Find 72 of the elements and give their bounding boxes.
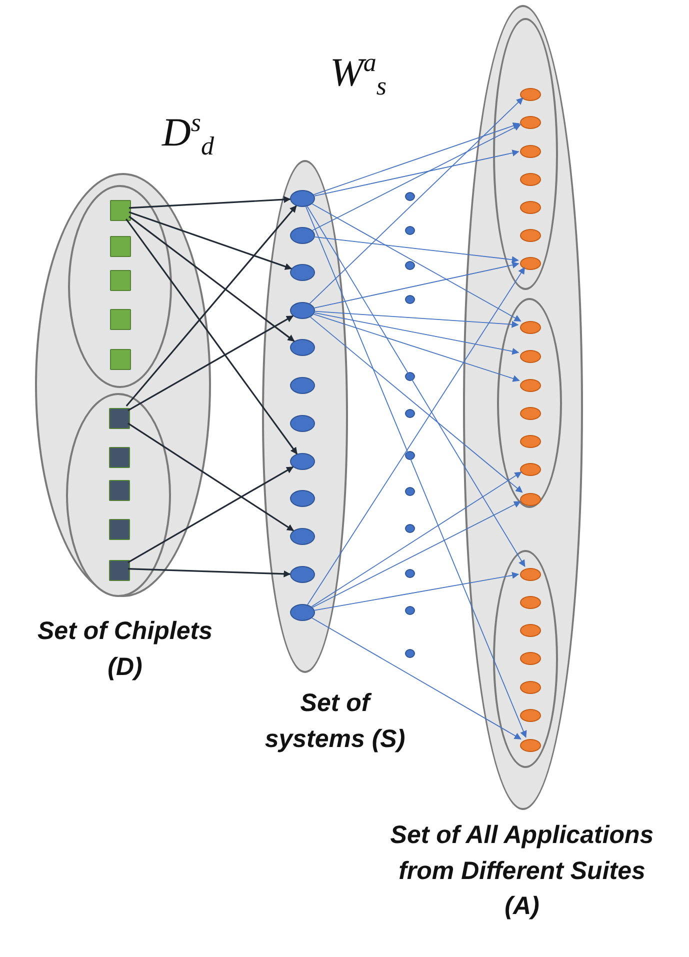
arrow — [314, 312, 520, 355]
chiplet-square — [109, 480, 130, 501]
arrow — [125, 218, 298, 454]
application-node — [520, 145, 541, 158]
chiplet-square — [110, 200, 131, 221]
ellipsis-dot — [405, 649, 415, 658]
application-node — [520, 493, 541, 506]
application-node — [520, 652, 541, 665]
chiplet-square — [110, 349, 131, 370]
chiplet-square — [109, 519, 130, 540]
ellipsis-dot — [405, 524, 415, 533]
arrow — [126, 205, 297, 407]
set-heading: Set of Chiplets (D) — [36, 616, 214, 682]
application-node — [520, 596, 541, 609]
application-node — [520, 624, 541, 637]
ellipsis-dot — [405, 261, 415, 270]
application-node — [520, 407, 541, 420]
chiplet-square — [110, 236, 131, 257]
arrow — [311, 472, 522, 608]
arrow — [305, 206, 527, 738]
ellipsis-dot — [405, 295, 415, 304]
arrow — [312, 124, 521, 231]
arrow — [128, 466, 294, 564]
ellipsis-dot — [405, 372, 415, 381]
application-node — [520, 229, 541, 242]
application-node — [520, 201, 541, 214]
arrow — [128, 568, 291, 578]
arrow — [128, 422, 294, 532]
application-node — [520, 379, 541, 392]
application-node — [520, 709, 541, 722]
application-node — [520, 321, 541, 334]
application-node — [520, 739, 541, 752]
chiplet-square — [110, 270, 131, 291]
application-node — [520, 350, 541, 363]
chiplet-square — [109, 447, 130, 468]
arrow — [307, 266, 526, 606]
arrow — [309, 97, 524, 304]
arrow — [313, 122, 520, 196]
application-node — [520, 173, 541, 186]
ellipsis-dot — [405, 569, 415, 578]
arrow — [314, 310, 519, 328]
ellipsis-dot — [405, 606, 415, 615]
application-node — [520, 257, 541, 270]
ellipsis-dot — [405, 487, 415, 496]
arrow — [312, 501, 521, 608]
arrow — [306, 206, 526, 567]
application-node — [520, 681, 541, 694]
application-node — [520, 88, 541, 101]
arrow — [312, 203, 522, 322]
chiplet-square — [109, 408, 130, 429]
chiplet-square — [109, 560, 130, 581]
application-node — [520, 568, 541, 581]
arrow — [128, 211, 292, 270]
set-heading: Set of All Applications from Different Suites (A) — [389, 820, 655, 922]
ellipsis-dot — [405, 226, 415, 235]
arrow — [314, 150, 520, 196]
arrow — [314, 262, 520, 308]
arrow — [128, 315, 294, 412]
arrow — [314, 236, 519, 264]
arrow — [128, 196, 291, 209]
chiplet-square — [110, 309, 131, 330]
arrow — [314, 572, 520, 611]
arrow — [310, 316, 523, 493]
arrow — [313, 314, 520, 382]
ellipsis-dot — [405, 192, 415, 201]
application-node — [520, 435, 541, 448]
arrow — [312, 618, 522, 740]
ellipsis-dot — [405, 409, 415, 418]
set-heading: Set of systems (S) — [264, 688, 406, 754]
arrow — [128, 216, 295, 342]
application-node — [520, 116, 541, 129]
application-node — [520, 463, 541, 476]
